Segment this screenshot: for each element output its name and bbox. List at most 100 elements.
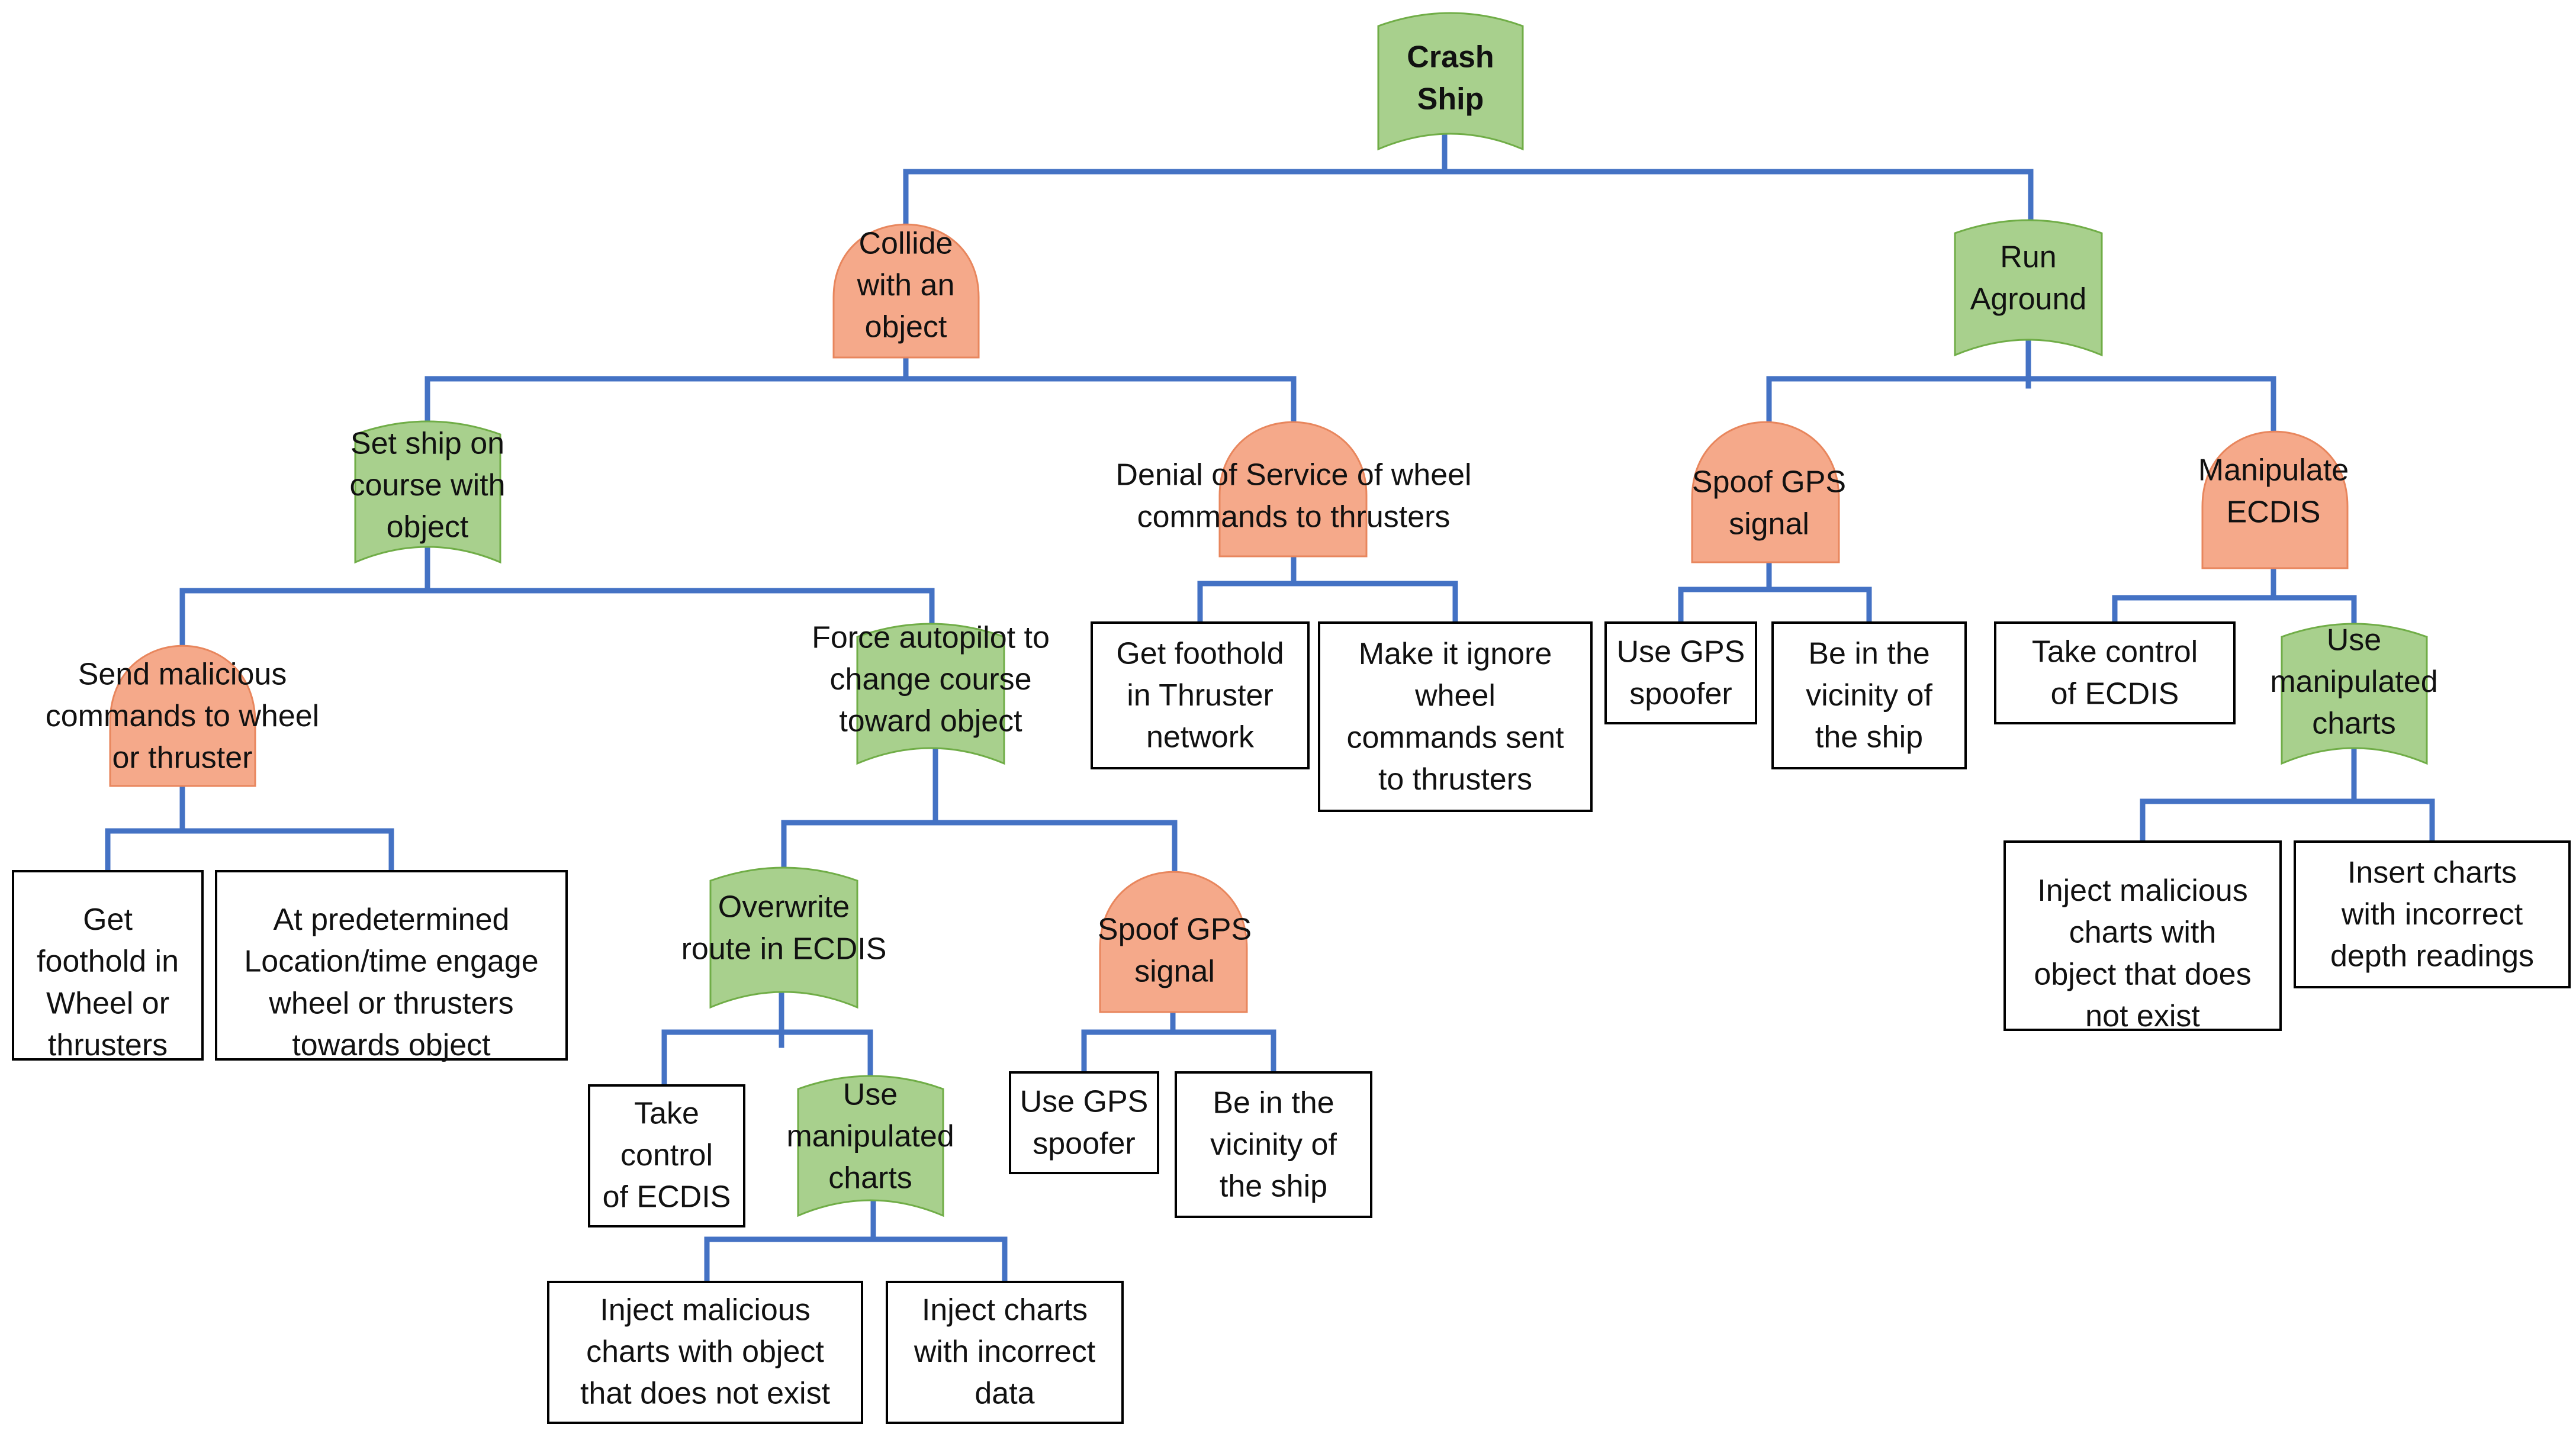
node-label-line: Aground [1970, 282, 2087, 316]
node-foothold-wheel: Get foothold in Wheel or thrusters [12, 870, 204, 1062]
and-gate-shape [109, 645, 256, 787]
node-label-line: spoofer [1033, 1126, 1135, 1161]
node-label-line: object that does [2034, 957, 2251, 991]
node-label-line: Use GPS [1617, 635, 1745, 669]
node-label-line: Wheel or [46, 986, 169, 1020]
node-label-line: manipulated [786, 1119, 954, 1154]
node-label-line: that does not exist [580, 1377, 831, 1411]
node-label-line: Force autopilot to [812, 620, 1050, 655]
leaf-box [2294, 840, 2571, 988]
node-label-line: route in ECDIS [681, 932, 887, 966]
node-label-line: Ship [1417, 82, 1484, 116]
node-label-line: signal [1134, 954, 1215, 988]
node-label-line: Get [83, 903, 133, 937]
leaf-box [1604, 621, 1757, 724]
node-label-line: vicinity of [1210, 1127, 1337, 1162]
node-label-line: signal [1729, 507, 1809, 541]
node-label-line: course with [350, 468, 506, 502]
node-label-line: towards object [292, 1028, 491, 1062]
leaf-box [547, 1281, 863, 1424]
connector-lines [105, 123, 2435, 1285]
node-vicinity-mid: Be in the vicinity of the ship [1175, 1071, 1372, 1218]
or-gate-shape [856, 623, 1005, 765]
node-label-line: object [865, 310, 947, 344]
node-label-line: thrusters [48, 1028, 168, 1062]
or-gate-shape [797, 1075, 944, 1217]
node-label-line: Get foothold [1116, 636, 1284, 671]
leaf-box [12, 870, 204, 1061]
node-gps-spoofer-mid: Use GPS spoofer [1009, 1071, 1159, 1174]
node-label-line: with incorrect [914, 1335, 1096, 1369]
node-label-line: the ship [1220, 1169, 1327, 1204]
node-label-line: toward object [839, 704, 1022, 739]
leaf-box [1009, 1071, 1159, 1174]
leaf-box [1994, 621, 2236, 724]
or-gate-shape [1954, 219, 2103, 357]
node-label-line: with an [857, 268, 955, 302]
node-take-control-right: Take control of ECDIS [1994, 621, 2236, 724]
node-insert-depth: Insert charts with incorrect depth reading… [2294, 840, 2571, 988]
node-label-line: charts [2312, 707, 2396, 741]
node-label-line: commands to wheel [46, 699, 319, 733]
node-label-line: depth readings [2330, 939, 2534, 974]
leaf-box [886, 1281, 1124, 1424]
node-label-line: Make it ignore [1359, 637, 1552, 671]
node-label-line: Be in the [1213, 1085, 1334, 1120]
node-spoof-gps-right: Spoof GPS signal [1691, 421, 1846, 563]
and-gate-shape [1218, 421, 1368, 558]
leaf-box [588, 1084, 745, 1227]
and-gate-shape [2201, 430, 2349, 569]
node-label-line: Spoof GPS [1692, 465, 1846, 500]
node-label-line: wheel [1414, 679, 1496, 713]
node-label-line: of ECDIS [2051, 676, 2179, 711]
or-gate-shape [709, 866, 858, 1009]
node-label-line: Take control [2032, 635, 2198, 669]
leaf-box [2003, 840, 2282, 1031]
leaf-box [1771, 621, 1967, 769]
node-label-line: in Thruster [1127, 678, 1273, 713]
and-gate-shape [1691, 421, 1840, 563]
node-label-line: Spoof GPS [1098, 913, 1252, 947]
node-label-line: wheel or thrusters [268, 986, 513, 1020]
node-label-line: manipulated [2270, 665, 2437, 699]
and-gate-shape [832, 223, 980, 359]
node-label-line: Inject malicious [600, 1293, 810, 1327]
node-label-line: Run [2000, 240, 2056, 275]
leaf-box [215, 870, 568, 1061]
node-force-autopilot: Force autopilot to change course toward ob… [812, 620, 1050, 765]
node-label-line: control [620, 1138, 713, 1172]
leaf-box [1318, 621, 1593, 812]
node-label-line: Send malicious [78, 657, 287, 691]
node-label-line: data [975, 1377, 1034, 1411]
node-label-line: change course [829, 662, 1031, 697]
node-spoof-gps-mid: Spoof GPS signal [1098, 871, 1252, 1013]
node-label-line: Location/time engage [244, 945, 538, 979]
node-label-line: Inject charts [922, 1293, 1088, 1327]
node-label-line: foothold in [37, 945, 179, 979]
node-label-line: Use [843, 1077, 898, 1111]
node-label-line: Manipulate [2198, 453, 2349, 488]
node-label-line: Overwrite [718, 890, 850, 924]
leaf-box [1175, 1071, 1372, 1218]
node-label-line: Insert charts [2347, 855, 2517, 890]
node-label-line: Use GPS [1020, 1085, 1149, 1119]
node-label-line: Take [634, 1096, 699, 1130]
node-label-line: not exist [2085, 999, 2200, 1033]
node-label-line: with incorrect [2341, 897, 2523, 932]
node-label-line: Denial of Service of wheel [1115, 458, 1471, 492]
